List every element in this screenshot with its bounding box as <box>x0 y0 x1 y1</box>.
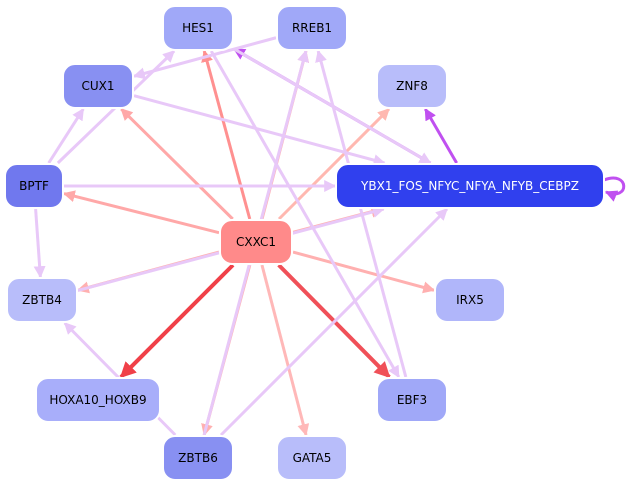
edge-cxxc1-to-gata5 <box>260 264 310 437</box>
edge-ebf3-to-rreb1 <box>315 49 408 378</box>
edge-ybx1-to-znf8 <box>424 107 458 164</box>
node-label: HES1 <box>182 21 214 35</box>
node-box[interactable] <box>219 219 293 265</box>
edge-cxxc1-to-irx5 <box>292 250 436 294</box>
node-label: RREB1 <box>292 21 332 35</box>
node-zbtb6[interactable]: ZBTB6 <box>162 435 234 481</box>
edge-rreb1-to-cux1 <box>132 36 277 80</box>
node-label: ZBTB4 <box>22 293 62 307</box>
edge-zbtb6-to-ybx1 <box>219 207 449 437</box>
node-cux1[interactable]: CUX1 <box>62 63 134 109</box>
node-label: ZNF8 <box>396 79 428 93</box>
node-box[interactable] <box>6 277 78 323</box>
node-label: IRX5 <box>456 293 484 307</box>
node-label: CXXC1 <box>236 235 276 249</box>
node-label: YBX1_FOS_NFYC_NFYA_NFYB_CEBPZ <box>360 179 579 193</box>
node-hes1[interactable]: HES1 <box>162 5 234 51</box>
node-label: BPTF <box>19 179 49 193</box>
node-hoxa10-hoxb9[interactable]: HOXA10_HOXB9 <box>35 377 161 423</box>
node-gata5[interactable]: GATA5 <box>276 435 348 481</box>
edge-ybx1-to-ybx1 <box>603 176 626 202</box>
node-box[interactable] <box>162 435 234 481</box>
node-box[interactable] <box>434 277 506 323</box>
node-znf8[interactable]: ZNF8 <box>376 63 448 109</box>
node-label: ZBTB6 <box>178 451 218 465</box>
node-box[interactable] <box>276 435 348 481</box>
node-box[interactable] <box>376 63 448 109</box>
edge-bptf-to-zbtb4 <box>33 208 46 279</box>
node-zbtb4[interactable]: ZBTB4 <box>6 277 78 323</box>
node-box[interactable] <box>162 5 234 51</box>
edge-cxxc1-to-bptf <box>62 190 220 235</box>
node-box[interactable] <box>62 63 134 109</box>
node-label: EBF3 <box>397 393 427 407</box>
node-box[interactable] <box>35 377 161 423</box>
node-rreb1[interactable]: RREB1 <box>276 5 348 51</box>
edge-bptf-to-cux1 <box>47 107 85 164</box>
node-irx5[interactable]: IRX5 <box>434 277 506 323</box>
edge-cxxc1-to-cux1 <box>120 107 234 221</box>
edge-hes1-to-ebf3 <box>209 50 401 379</box>
node-bptf[interactable]: BPTF <box>4 163 64 209</box>
node-box[interactable] <box>276 5 348 51</box>
node-label: HOXA10_HOXB9 <box>49 393 146 407</box>
node-ybx1[interactable]: YBX1_FOS_NFYC_NFYA_NFYB_CEBPZ <box>335 163 605 209</box>
edge-cxxc1-to-hoxa10_hoxb9 <box>119 263 235 379</box>
node-box[interactable] <box>335 163 605 209</box>
node-label: GATA5 <box>293 451 332 465</box>
node-box[interactable] <box>376 377 448 423</box>
node-label: CUX1 <box>81 79 114 93</box>
edge-cux1-to-ybx1 <box>133 94 386 166</box>
node-ebf3[interactable]: EBF3 <box>376 377 448 423</box>
node-box[interactable] <box>4 163 64 209</box>
node-cxxc1[interactable]: CXXC1 <box>219 219 293 265</box>
edge-cxxc1-to-hes1 <box>201 49 252 220</box>
